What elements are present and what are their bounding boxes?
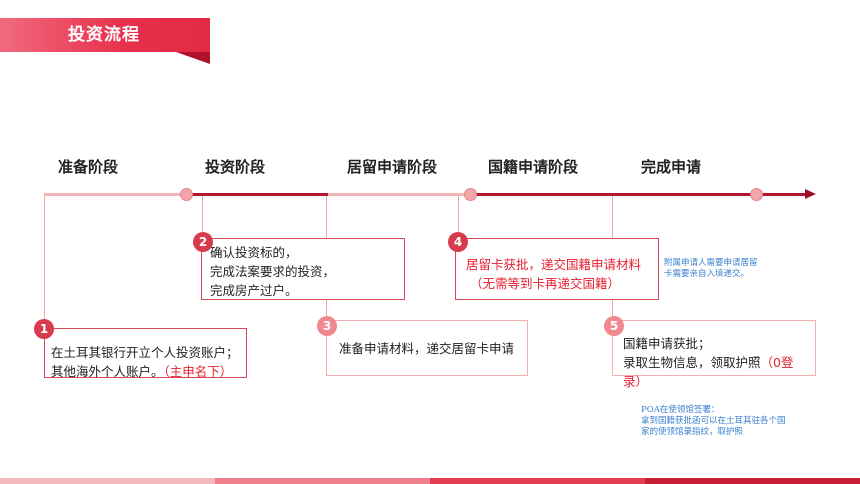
- timeline-segment: [186, 193, 328, 196]
- step-box-2: 确认投资标的， 完成法案要求的投资， 完成房产过户。: [201, 238, 405, 300]
- banner-fold: [176, 52, 210, 64]
- timeline-segment: [328, 193, 470, 196]
- step-3-text: 准备申请材料，递交居留卡申请: [339, 341, 515, 356]
- step-2-line2: 完成法案要求的投资，: [210, 264, 336, 279]
- timeline-segment: [612, 193, 806, 196]
- footer-bar-segment: [645, 478, 860, 484]
- step-4-line1: 居留卡获批，递交国籍申请材料: [466, 257, 642, 272]
- note-1-line2: 卡需要亲自入境递交。: [664, 269, 750, 279]
- step-number-5: 5: [604, 316, 624, 336]
- stage-label-residence: 居留申请阶段: [347, 158, 438, 176]
- step-box-3: 准备申请材料，递交居留卡申请: [326, 320, 528, 376]
- note-dependent-applicant: 附属申请人需要申请居留 卡需要亲自入境递交。: [664, 258, 758, 280]
- note-2-line3: 家的使领馆录指纹，取护照: [641, 427, 744, 437]
- stage-label-complete: 完成申请: [641, 158, 702, 176]
- step-1-line1: 在土耳其银行开立个人投资账户；: [51, 345, 239, 360]
- footer-bar-segment: [430, 478, 645, 484]
- connector-line: [458, 196, 459, 238]
- timeline-segment: [44, 193, 186, 196]
- step-1-highlight: （主申名下）: [163, 364, 233, 379]
- page-title: 投资流程: [68, 25, 140, 45]
- step-5-line2: 录取生物信息，领取护照: [623, 355, 761, 370]
- footer-bar-segment: [0, 478, 215, 484]
- step-1-line2: 其他海外个人账户。: [51, 364, 164, 379]
- step-box-5: 国籍申请获批； 录取生物信息，领取护照（0登录）: [612, 320, 816, 389]
- step-number-3: 3: [317, 316, 337, 336]
- stage-label-invest: 投资阶段: [205, 158, 266, 176]
- stage-label-prepare: 准备阶段: [58, 158, 119, 176]
- step-2-line3: 完成房产过户。: [210, 283, 298, 298]
- step-box-4: 居留卡获批，递交国籍申请材料 （无需等到卡再递交国籍）: [455, 238, 659, 300]
- footer-bar-segment: [215, 478, 430, 484]
- step-5-highlight: （0登录）: [623, 355, 794, 389]
- step-number-4: 4: [448, 232, 468, 252]
- note-poa: POA在使领馆签署： 拿到国籍获批函可以在土耳其驻各个国 家的使领馆录指纹，取护…: [641, 405, 786, 438]
- note-2-line1: POA在使领馆签署：: [641, 405, 720, 415]
- timeline-dot: [180, 188, 193, 201]
- header-banner: [0, 18, 210, 52]
- timeline-segment: [470, 193, 612, 196]
- step-number-2: 2: [193, 232, 213, 252]
- step-box-1: 在土耳其银行开立个人投资账户； 其他海外个人账户。（主申名下）: [44, 328, 247, 379]
- step-5-line1: 国籍申请获批；: [623, 336, 711, 351]
- note-1-line1: 附属申请人需要申请居留: [664, 258, 758, 268]
- timeline-arrow-icon: [805, 189, 816, 199]
- timeline-dot: [750, 188, 763, 201]
- stage-label-citizenship: 国籍申请阶段: [488, 158, 579, 176]
- timeline-dot: [464, 188, 477, 201]
- step-number-1: 1: [34, 319, 54, 339]
- connector-line: [44, 196, 45, 328]
- note-2-line2: 拿到国籍获批函可以在土耳其驻各个国: [641, 416, 786, 426]
- step-2-line1: 确认投资标的，: [210, 245, 298, 260]
- step-4-line2: （无需等到卡再递交国籍）: [470, 276, 621, 291]
- connector-line: [202, 196, 203, 238]
